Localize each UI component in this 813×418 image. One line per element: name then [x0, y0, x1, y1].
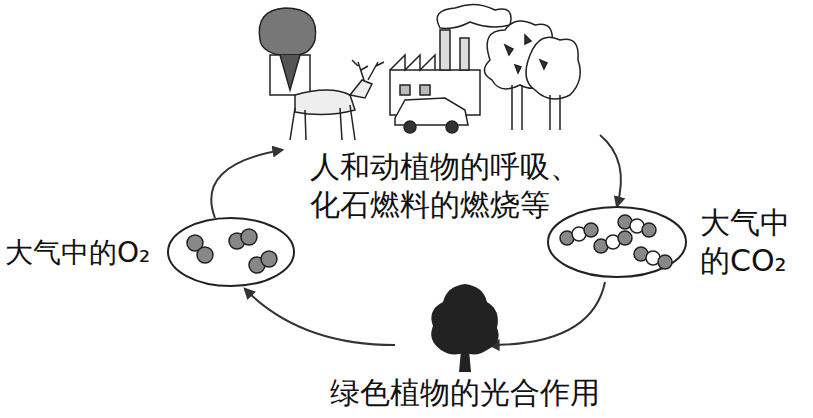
- stage-label: 大气中 的CO₂: [700, 204, 800, 279]
- stage-label: 绿色植物的光合作用: [300, 374, 630, 412]
- illustration: [165, 215, 297, 293]
- cycle-stage: 大气中的O₂: [0, 215, 300, 293]
- illustration: [545, 204, 690, 284]
- stage-label: 大气中的O₂: [5, 235, 165, 270]
- cycle-stage: 大气中 的CO₂: [545, 200, 810, 285]
- cycle-stage: 人和动植物的呼吸、 化石燃料的燃烧等: [240, 0, 620, 215]
- cycle-arrow: [600, 135, 621, 206]
- cycle-arrow: [490, 282, 605, 345]
- cycle-arrow: [245, 289, 395, 345]
- illustration: [240, 0, 620, 154]
- cycle-arrow: [211, 150, 282, 218]
- illustration: [425, 280, 505, 379]
- stage-label: 人和动植物的呼吸、 化石燃料的燃烧等: [310, 148, 600, 223]
- cycle-stage: 绿色植物的光合作用: [300, 280, 630, 418]
